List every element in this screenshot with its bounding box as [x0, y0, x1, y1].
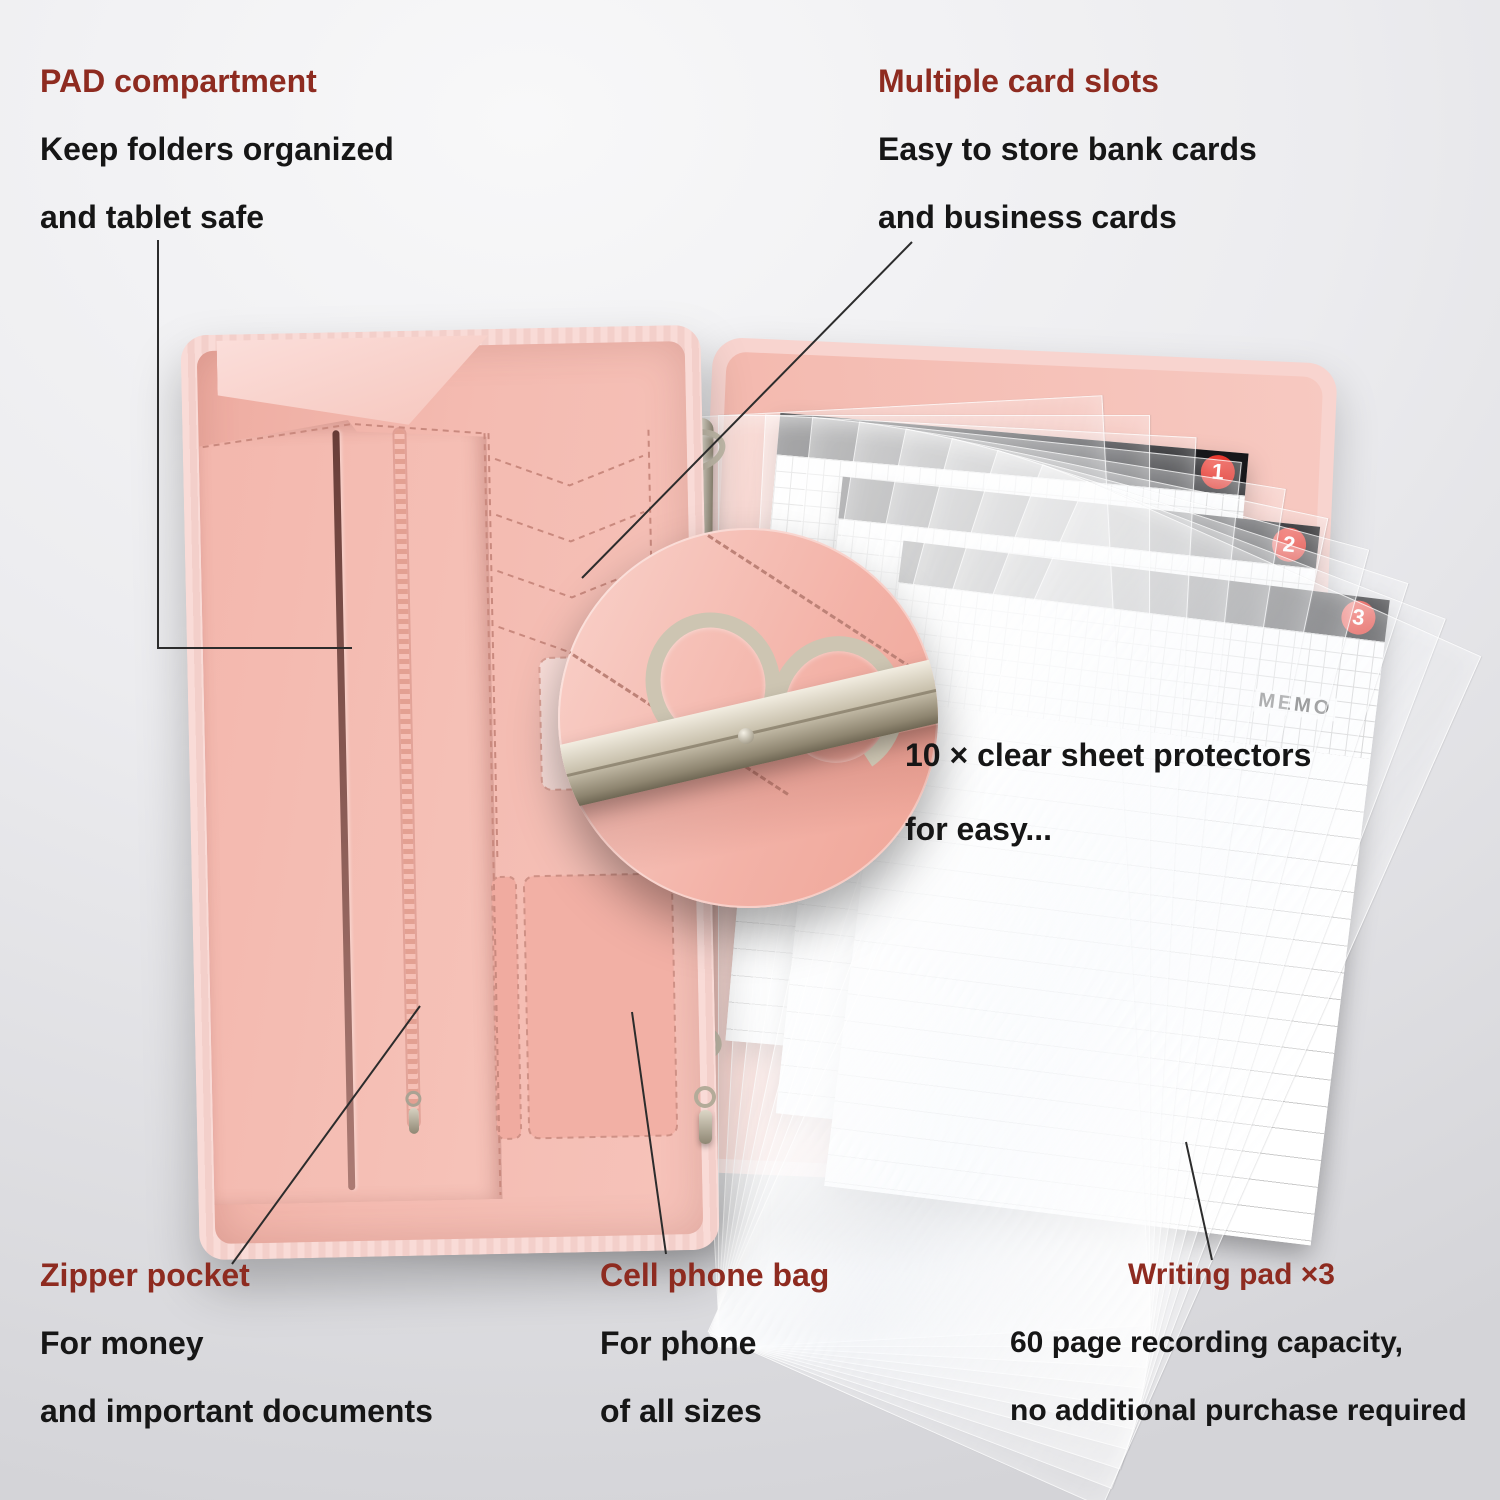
- annotation-title: Zipper pocket: [40, 1257, 250, 1293]
- card-slot-chevron: [497, 566, 646, 599]
- annotation-line: and tablet safe: [40, 199, 265, 235]
- annotation-title: Writing pad ×3: [1128, 1258, 1335, 1291]
- annotation-pad-compartment: PAD compartment Keep folders organized a…: [40, 62, 394, 266]
- annotation-cell-phone-bag: Cell phone bag For phone of all sizes: [600, 1256, 829, 1460]
- annotation-title: Multiple card slots: [878, 63, 1159, 99]
- annotation-zipper-pocket: Zipper pocket For money and important do…: [40, 1256, 433, 1460]
- zipper-pull-icon: [694, 1086, 716, 1144]
- pocket-top-stitch: [202, 422, 483, 449]
- binder-rivet: [738, 728, 754, 744]
- annotation-line: of all sizes: [600, 1393, 762, 1429]
- annotation-line: and important documents: [40, 1393, 433, 1429]
- annotation-line: Easy to store bank cards: [878, 131, 1257, 167]
- annotation-card-slots: Multiple card slots Easy to store bank c…: [878, 62, 1257, 266]
- card-slot-chevron: [494, 454, 644, 487]
- zipper-pull-blade: [698, 1110, 712, 1144]
- cell-phone-pocket: [522, 872, 679, 1140]
- annotation-sheet-protectors: 10 × clear sheet protectors for easy...: [905, 736, 1311, 884]
- card-slot-chevron: [495, 510, 645, 543]
- zipper-pull-loop: [405, 1090, 422, 1107]
- annotation-writing-pad: Writing pad ×3 60 page recording capacit…: [1010, 1256, 1467, 1460]
- magnifier-inset: [558, 528, 938, 908]
- zipper-pull-loop: [694, 1086, 716, 1108]
- annotation-line: for easy...: [905, 811, 1053, 847]
- annotation-line: no additional purchase required: [1010, 1394, 1467, 1427]
- annotation-line: For money: [40, 1325, 204, 1361]
- card-panel-seam: [487, 433, 499, 860]
- annotation-line: Keep folders organized: [40, 131, 394, 167]
- pen-loop: [490, 875, 523, 1140]
- annotation-title: PAD compartment: [40, 63, 317, 99]
- annotation-line: For phone: [600, 1325, 757, 1361]
- annotation-title: Cell phone bag: [600, 1257, 830, 1293]
- annotation-line: 10 × clear sheet protectors: [905, 737, 1312, 773]
- annotation-line: and business cards: [878, 199, 1177, 235]
- annotation-line: 60 page recording capacity,: [1010, 1326, 1403, 1359]
- zipper-pull-blade: [408, 1107, 420, 1134]
- zipper-pull-small-icon: [405, 1090, 422, 1134]
